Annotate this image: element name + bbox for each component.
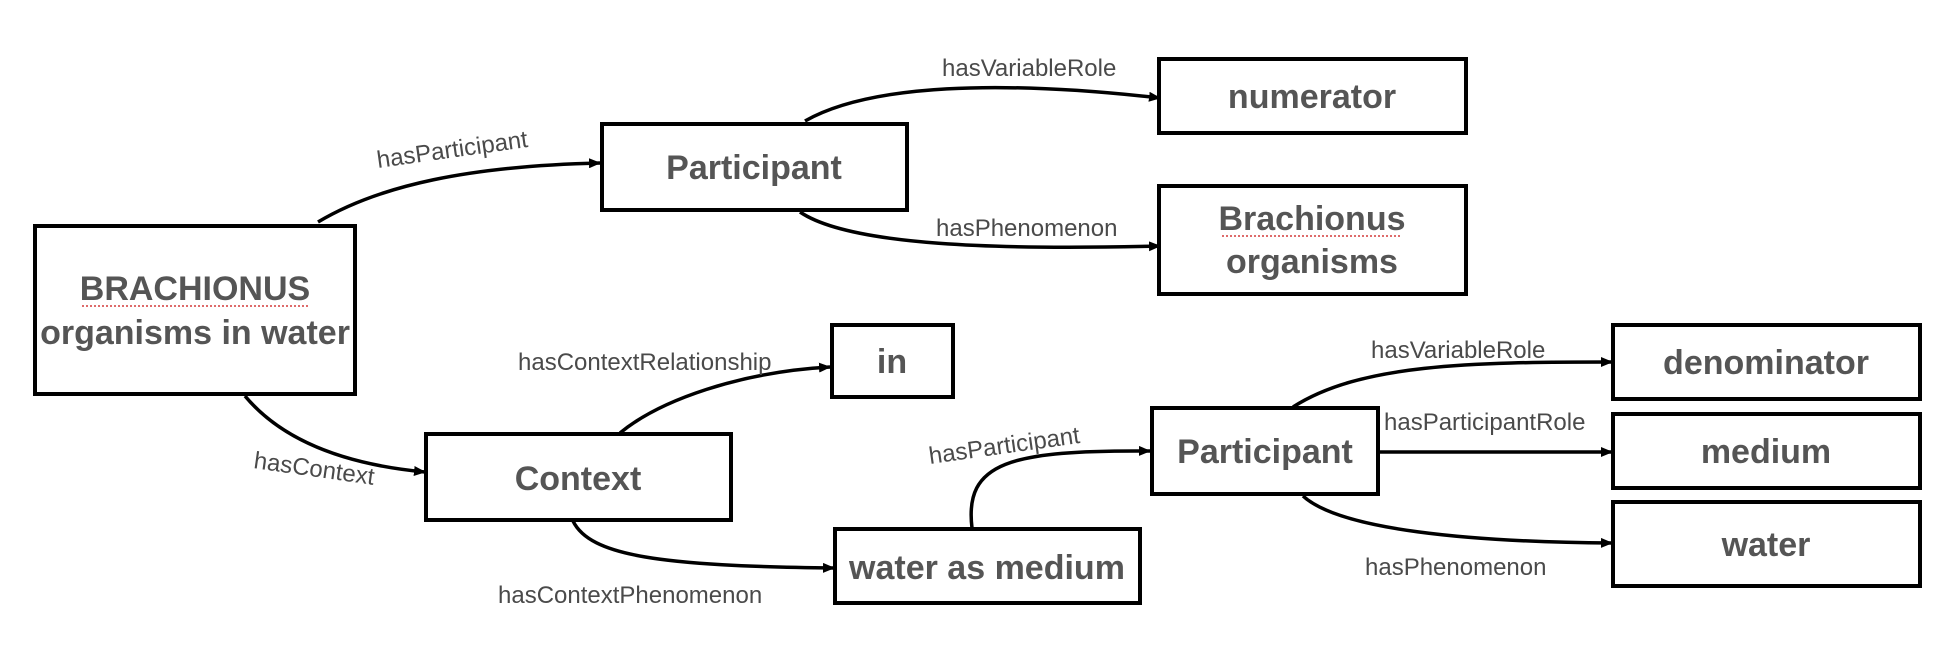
node-medium: medium — [1611, 412, 1922, 490]
node-in: in — [830, 323, 955, 399]
node-water-as-medium-label: water as medium — [848, 549, 1125, 587]
edge-label-has-phenomenon-bottom: hasPhenomenon — [1365, 554, 1546, 581]
node-context: Context — [424, 432, 733, 522]
edge-has-context-relationship — [618, 362, 831, 435]
edge-label-has-context-phenomenon: hasContextPhenomenon — [498, 582, 762, 609]
node-brachionus-organisms: Brachionus organisms — [1157, 184, 1468, 296]
node-in-label: in — [877, 343, 907, 381]
node-brachionus-organisms-line2: organisms — [1226, 243, 1398, 281]
node-participant-top-label: Participant — [666, 149, 842, 187]
node-medium-label: medium — [1701, 433, 1831, 471]
edge-label-has-participant-role: hasParticipantRole — [1384, 409, 1585, 436]
edge-label-has-variable-role-top: hasVariableRole — [942, 55, 1116, 82]
node-numerator-label: numerator — [1228, 78, 1396, 116]
edge-label-has-participant-bottom: hasParticipant — [927, 422, 1082, 470]
edge-has-variable-role-top — [804, 85, 1161, 123]
edge-has-phenomenon-top — [799, 210, 1161, 252]
node-brachionus-line2: organisms in water — [40, 314, 350, 352]
node-brachionus-organisms-line1: Brachionus — [1218, 200, 1405, 238]
node-water-label: water — [1721, 526, 1811, 564]
edge-label-has-phenomenon-top: hasPhenomenon — [936, 215, 1117, 242]
edge-has-participant-top — [317, 158, 601, 224]
node-numerator: numerator — [1157, 57, 1468, 135]
node-brachionus-line1: BRACHIONUS — [80, 270, 310, 308]
edge-label-has-participant-top: hasParticipant — [375, 126, 530, 174]
edge-has-context — [243, 394, 426, 476]
node-participant-top: Participant — [600, 122, 909, 212]
edge-has-context-phenomenon — [571, 520, 835, 573]
edge-has-participant-bottom — [969, 445, 1151, 529]
edge-has-phenomenon-bottom — [1301, 494, 1613, 548]
node-context-label: Context — [515, 460, 642, 498]
node-denominator: denominator — [1611, 323, 1922, 401]
node-participant-bottom-label: Participant — [1177, 433, 1353, 471]
node-participant-bottom: Participant — [1150, 406, 1380, 496]
node-water: water — [1611, 500, 1922, 588]
edge-label-has-variable-role-bottom: hasVariableRole — [1371, 337, 1545, 364]
node-water-as-medium: water as medium — [833, 527, 1142, 605]
edge-label-has-context: hasContext — [252, 447, 376, 491]
edge-label-has-context-relationship: hasContextRelationship — [518, 349, 772, 376]
node-brachionus-organisms-in-water: BRACHIONUS organisms in water — [33, 224, 357, 396]
edge-has-variable-role-bottom — [1292, 357, 1613, 409]
node-denominator-label: denominator — [1663, 344, 1869, 382]
